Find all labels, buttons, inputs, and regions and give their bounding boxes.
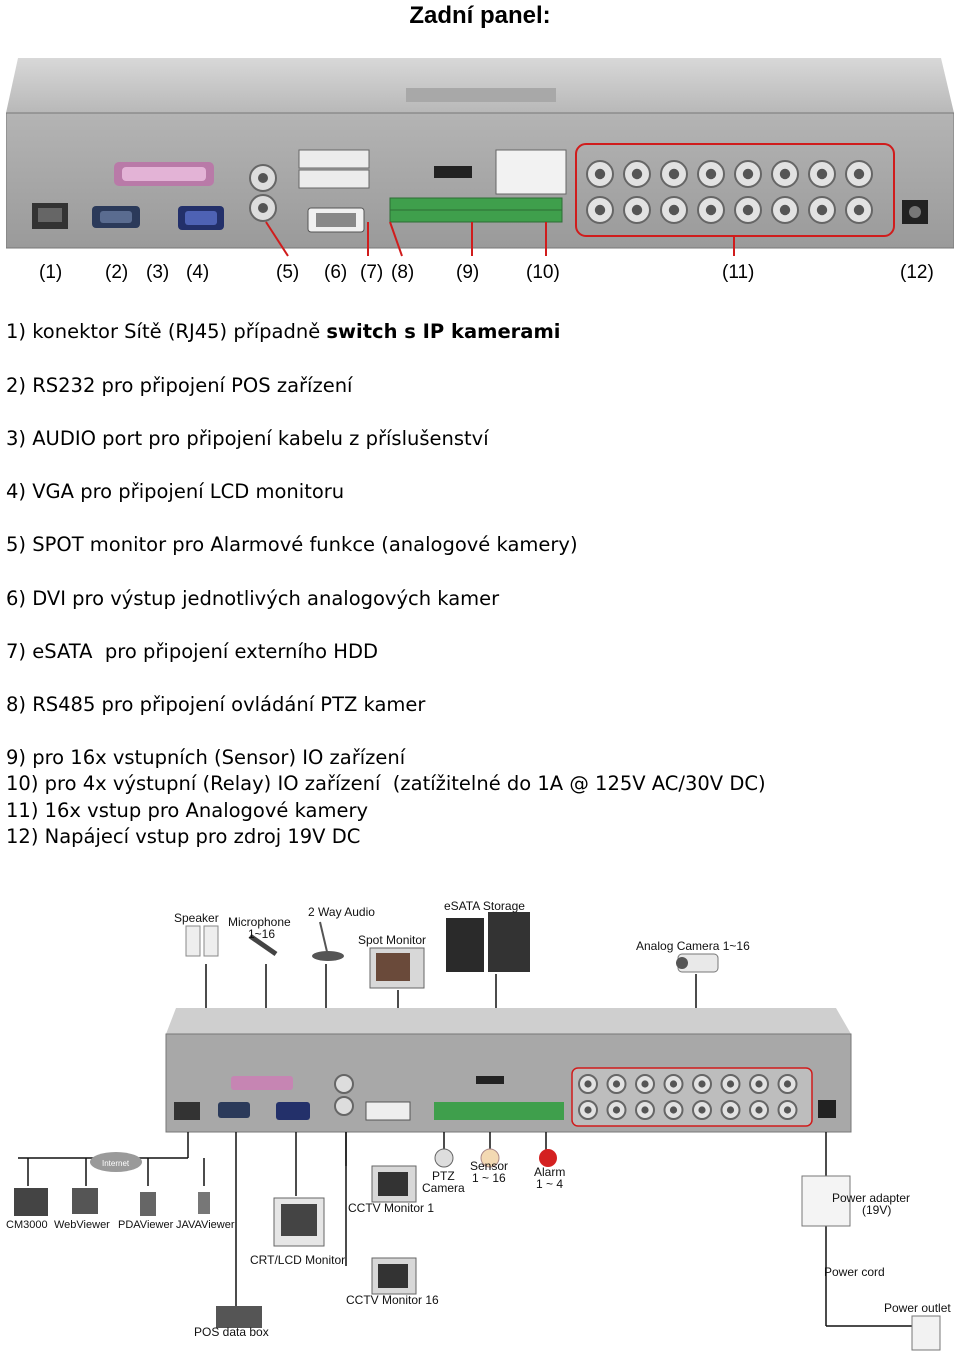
bnc-connector-center [612, 1106, 621, 1114]
list-item: 8) RS485 pro připojení ovládání PTZ kame… [6, 693, 426, 716]
list-item: 12) Napájecí vstup pro zdroj 19V DC [6, 825, 361, 848]
list-item: 7) eSATA pro připojení externího HDD [6, 640, 378, 663]
label-power-adapter: Power adapter [832, 1191, 910, 1205]
bnc-connector-center [853, 204, 865, 216]
vga-port [178, 206, 224, 230]
page-title: Zadní panel: [409, 2, 551, 29]
label-webviewer: WebViewer [54, 1219, 110, 1231]
bnc-connector-center [755, 1080, 763, 1088]
label-sensor-range: 1 ~ 16 [472, 1171, 506, 1185]
rs232-port [92, 206, 140, 228]
list-item: 3) AUDIO port pro připojení kabelu z pří… [6, 427, 489, 450]
list-item: 9) pro 16x vstupních (Sensor) IO zařízen… [6, 746, 406, 769]
connection-diagram: Speaker Microphone 1~16 2 Way Audio Spot… [6, 896, 956, 1362]
list-item: 1) konektor Sítě (RJ45) případně switch … [6, 320, 561, 343]
label-sensor: Sensor [470, 1159, 508, 1173]
bnc-connector-center [594, 204, 606, 216]
label-power-adapter-voltage: (19V) [862, 1203, 891, 1217]
bnc-connector-center [816, 204, 828, 216]
esata-port [434, 166, 472, 178]
power-jack [902, 200, 928, 224]
bnc-connector-center [668, 168, 680, 180]
list-item: 10) pro 4x výstupní (Relay) IO zařízení … [6, 772, 766, 795]
bnc-connector-center [779, 168, 791, 180]
label-cm3000: CM3000 [6, 1219, 48, 1231]
bnc-connector-center [641, 1080, 649, 1088]
bnc-connector-center [641, 1106, 649, 1114]
bnc-connector-center [594, 168, 606, 180]
bnc-connector-center [668, 204, 680, 216]
callout-3: (3) [146, 262, 169, 283]
spot-monitor-bnc [249, 164, 277, 222]
callout-1: (1) [39, 262, 62, 283]
list-item: 11) 16x vstup pro Analogové kamery [6, 799, 369, 822]
callout-5: (5) [276, 262, 299, 283]
bnc-connector-center [726, 1080, 735, 1088]
bnc-connector-center [631, 168, 643, 180]
bnc-connector-center [584, 1106, 592, 1114]
label-microphone-range: 1~16 [248, 927, 275, 941]
label-alarm-range: 1 ~ 4 [536, 1177, 563, 1191]
bnc-connector-center [612, 1080, 621, 1088]
bnc-connector-center [742, 168, 754, 180]
label-internet: Internet [102, 1159, 130, 1168]
label-cctv-monitor-1: CCTV Monitor 1 [348, 1201, 434, 1215]
bnc-connector-center [669, 1106, 678, 1114]
label-pdaviewer: PDAViewer [118, 1219, 174, 1231]
label-power-outlet: Power outlet [884, 1301, 951, 1315]
label-microphone: Microphone [228, 915, 291, 929]
callout-2: (2) [105, 262, 128, 283]
bnc-connector-center [705, 168, 717, 180]
callout-4: (4) [186, 262, 209, 283]
callout-9: (9) [456, 262, 479, 283]
label-power-cord: Power cord [824, 1265, 885, 1279]
bnc-connector-center [816, 168, 828, 180]
bnc-connector-center [783, 1106, 792, 1114]
lan-port [32, 203, 68, 229]
bnc-connector-center [726, 1106, 735, 1114]
bnc-connector-center [779, 204, 791, 216]
video-in-bnc-array [586, 160, 873, 224]
label-crt-lcd-monitor: CRT/LCD Monitor [250, 1253, 345, 1267]
list-item: 2) RS232 pro připojení POS zařízení [6, 374, 353, 397]
label-speaker: Speaker [174, 911, 219, 925]
bnc-connector-center [783, 1080, 792, 1088]
bnc-connector-center [669, 1080, 678, 1088]
rear-panel-illustration: (1) (2) (3) (4) (5) (6) (7) (8) (9) (10)… [6, 58, 954, 290]
callout-11: (11) [722, 262, 754, 283]
label-pos-data-box: POS data box [194, 1325, 269, 1339]
callout-12: (12) [900, 262, 934, 283]
io-terminal-block [389, 197, 563, 223]
dvi-port [307, 207, 365, 233]
label-camera: Camera [422, 1181, 465, 1195]
bnc-connector-center [742, 204, 754, 216]
label-spot-monitor: Spot Monitor [358, 933, 426, 947]
audio-port [114, 162, 214, 186]
list-item: 5) SPOT monitor pro Alarmové funkce (ana… [6, 533, 578, 556]
label-two-way-audio: 2 Way Audio [308, 905, 375, 919]
bnc-connector-center [584, 1080, 592, 1088]
label-esata-storage: eSATA Storage [444, 899, 525, 913]
bnc-connector-center [853, 168, 865, 180]
list-item: 6) DVI pro výstup jednotlivých analogový… [6, 587, 500, 610]
callout-8: (8) [391, 262, 414, 283]
label-ptz: PTZ [432, 1169, 455, 1183]
label-cctv-monitor-16: CCTV Monitor 16 [346, 1293, 439, 1307]
label-analog-camera: Analog Camera 1~16 [636, 939, 750, 953]
callout-7: (7) [360, 262, 383, 283]
bnc-connector-center [698, 1106, 706, 1114]
callout-10: (10) [526, 262, 560, 283]
bnc-connector-center [631, 204, 643, 216]
list-item: 4) VGA pro připojení LCD monitoru [6, 480, 345, 503]
bnc-connector-center [698, 1080, 706, 1088]
bnc-connector-center [755, 1106, 763, 1114]
label-javaviewer: JAVAViewer [176, 1219, 235, 1231]
callout-6: (6) [324, 262, 347, 283]
label-alarm: Alarm [534, 1165, 565, 1179]
bnc-connector-center [705, 204, 717, 216]
